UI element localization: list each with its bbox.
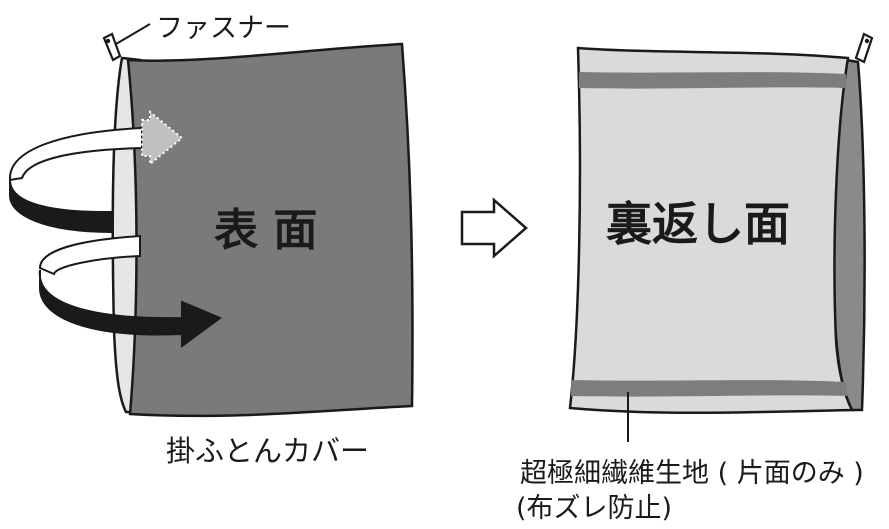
product-label: 掛ふとんカバー xyxy=(166,434,370,468)
right-outline-arrow-icon xyxy=(460,197,528,259)
back-stripe-bottom xyxy=(571,380,848,397)
upper-arc-dark xyxy=(8,177,113,234)
zipper-leader-line xyxy=(115,23,151,45)
zipper-pull-right-icon xyxy=(854,32,874,64)
front-face-label: 表 面 xyxy=(214,205,318,256)
zipper-label: ファスナー xyxy=(156,13,291,44)
lower-arc-light xyxy=(38,234,141,276)
back-face-label: 裏返し面 xyxy=(606,197,790,251)
upper-arrow-head xyxy=(141,109,184,167)
rotate-arrows-icon xyxy=(8,109,223,348)
zipper-pull-icon xyxy=(102,32,122,62)
lower-arc-dark xyxy=(38,269,223,348)
material-label-line1: 超極細繊維生地 ( 片面のみ ) xyxy=(520,458,864,489)
back-cover-group xyxy=(568,46,866,415)
back-stripe-top xyxy=(579,72,846,89)
material-label-line2: (布ズレ防止) xyxy=(516,493,673,524)
